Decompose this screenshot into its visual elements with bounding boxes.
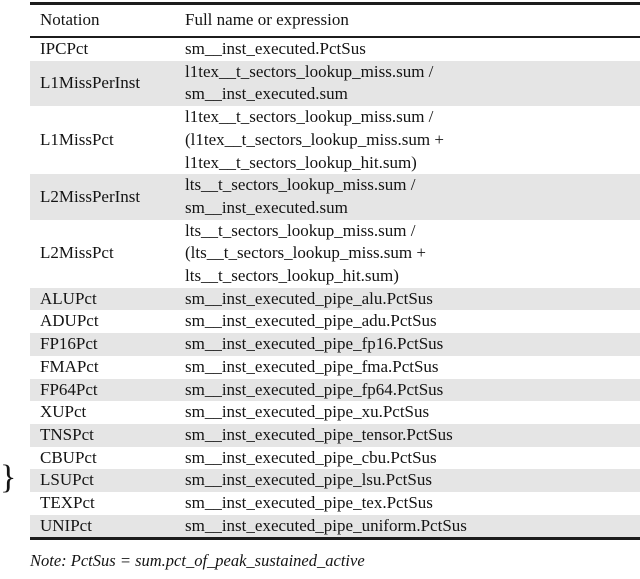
expression-cell: sm__inst_executed_pipe_fp64.PctSus [185,379,640,402]
notation-table: Notation Full name or expression IPCPct s… [30,2,640,541]
table-row: XUPct sm__inst_executed_pipe_xu.PctSus [30,401,640,424]
notation-cell: XUPct [40,402,87,422]
notation-cell: FMAPct [40,356,99,376]
expression-line: sm__inst_executed_pipe_fma.PctSus [185,356,439,376]
expression-line: lts__t_sectors_lookup_miss.sum / [185,175,416,195]
expression-cell: sm__inst_executed_pipe_tex.PctSus [185,492,640,515]
left-margin-brace: } [0,459,17,496]
table-row: L2MissPct lts__t_sectors_lookup_miss.sum … [30,220,640,288]
expression-cell: sm__inst_executed_pipe_cbu.PctSus [185,447,640,470]
expression-line: lts__t_sectors_lookup_miss.sum / [185,220,416,240]
expression-line: l1tex__t_sectors_lookup_miss.sum / [185,61,434,81]
table-mid-rule [30,36,640,38]
expression-line: sm__inst_executed.sum [185,197,348,217]
expression-cell: lts__t_sectors_lookup_miss.sum /sm__inst… [185,174,640,219]
expression-line: sm__inst_executed_pipe_uniform.PctSus [185,515,467,535]
table-row: L2MissPerInst lts__t_sectors_lookup_miss.… [30,174,640,220]
notation-cell: FP16Pct [40,334,98,354]
table-row: ADUPct sm__inst_executed_pipe_adu.PctSus [30,310,640,333]
table-row: ALUPct sm__inst_executed_pipe_alu.PctSus [30,287,640,311]
expression-cell: sm__inst_executed_pipe_uniform.PctSus [185,515,640,538]
table-row: FP16Pct sm__inst_executed_pipe_fp16.PctSu… [30,333,640,356]
expression-line: sm__inst_executed.sum [185,84,348,104]
table-row: L1MissPct l1tex__t_sectors_lookup_miss.su… [30,106,640,174]
notation-cell: TEXPct [40,493,95,513]
table-row: TNSPct sm__inst_executed_pipe_tensor.PctS… [30,423,640,447]
expression-line: sm__inst_executed_pipe_alu.PctSus [185,288,433,308]
header-full-name: Full name or expression [185,10,349,30]
expression-line: sm__inst_executed_pipe_cbu.PctSus [185,447,437,467]
table-bottom-rule [30,537,640,541]
notation-cell: ALUPct [40,288,97,308]
expression-cell: l1tex__t_sectors_lookup_miss.sum /(l1tex… [185,106,640,174]
notation-cell: L2MissPct [40,243,114,263]
expression-line: sm__inst_executed_pipe_adu.PctSus [185,311,437,331]
notation-cell: TNSPct [40,424,94,444]
expression-line: sm__inst_executed.PctSus [185,39,366,58]
expression-line: l1tex__t_sectors_lookup_miss.sum / [185,107,434,127]
expression-cell: lts__t_sectors_lookup_miss.sum / (lts__t_… [185,220,640,288]
expression-line: sm__inst_executed_pipe_fp64.PctSus [185,379,444,399]
notation-cell: IPCPct [40,39,89,58]
notation-cell: ADUPct [40,311,99,331]
table-row: L1MissPerInst l1tex__t_sectors_lookup_mis… [30,60,640,107]
table-row: FMAPct sm__inst_executed_pipe_fma.PctSus [30,356,640,379]
expression-cell: sm__inst_executed_pipe_lsu.PctSus [185,469,640,492]
notation-cell: CBUPct [40,447,97,467]
expression-cell: sm__inst_executed_pipe_alu.PctSus [185,288,640,311]
notation-cell: UNIPct [40,515,92,535]
notation-cell: LSUPct [40,470,94,490]
table-header-row: Notation Full name or expression [30,5,640,36]
table-footnote: Note: PctSus = sum.pct_of_peak_sustained… [30,551,365,570]
expression-line: sm__inst_executed_pipe_tex.PctSus [185,493,433,513]
notation-cell: FP64Pct [40,379,98,399]
table-row: IPCPct sm__inst_executed.PctSus [30,38,640,61]
expression-line: sm__inst_executed_pipe_tensor.PctSus [185,424,453,444]
expression-line: lts__t_sectors_lookup_hit.sum) [185,266,399,286]
table-row: FP64Pct sm__inst_executed_pipe_fp64.PctSu… [30,378,640,402]
table-row: CBUPct sm__inst_executed_pipe_cbu.PctSus [30,447,640,470]
expression-cell: sm__inst_executed_pipe_fma.PctSus [185,356,640,379]
expression-line: sm__inst_executed_pipe_fp16.PctSus [185,334,444,354]
expression-line: sm__inst_executed_pipe_lsu.PctSus [185,470,432,490]
expression-cell: sm__inst_executed_pipe_adu.PctSus [185,310,640,333]
expression-cell: sm__inst_executed_pipe_tensor.PctSus [185,424,640,447]
expression-cell: sm__inst_executed.PctSus [185,38,640,61]
table-row: LSUPct sm__inst_executed_pipe_lsu.PctSus [30,469,640,493]
table-row: TEXPct sm__inst_executed_pipe_tex.PctSus [30,492,640,515]
table-top-rule [30,2,640,5]
expression-cell: l1tex__t_sectors_lookup_miss.sum / sm__in… [185,61,640,106]
notation-cell: L2MissPerInst [40,186,141,206]
expression-cell: sm__inst_executed_pipe_fp16.PctSus [185,333,640,356]
expression-line: sm__inst_executed_pipe_xu.PctSus [185,402,430,422]
notation-cell: L1MissPerInst [40,73,141,93]
expression-line: l1tex__t_sectors_lookup_hit.sum) [185,152,417,172]
expression-line: (l1tex__t_sectors_lookup_miss.sum + [185,129,444,149]
expression-line: (lts__t_sectors_lookup_miss.sum + [185,243,426,263]
table-row: UNIPct sm__inst_executed_pipe_uniform.Pct… [30,514,640,538]
header-notation: Notation [40,10,100,30]
expression-cell: sm__inst_executed_pipe_xu.PctSus [185,401,640,424]
notation-cell: L1MissPct [40,129,114,149]
